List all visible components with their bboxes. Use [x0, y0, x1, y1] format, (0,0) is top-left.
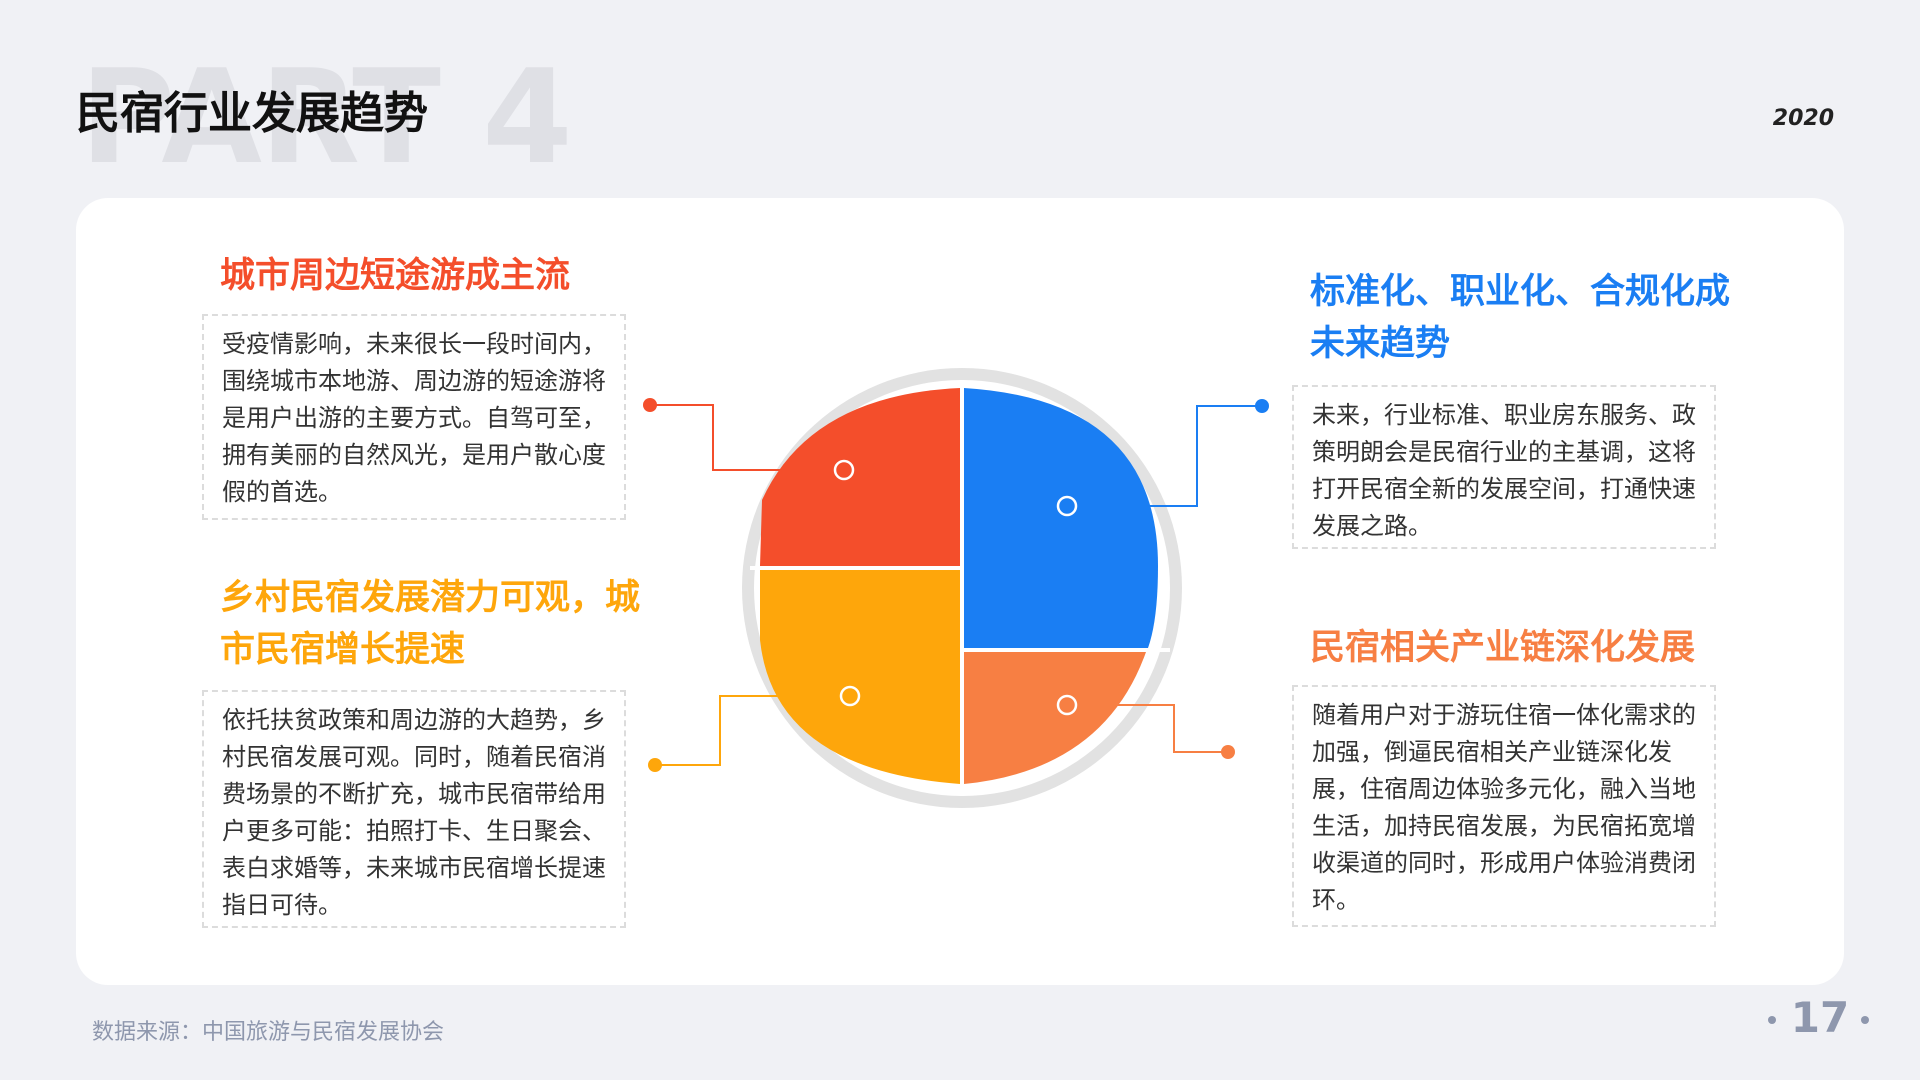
trend-text-bottom-left: 依托扶贫政策和周边游的大趋势，乡村民宿发展可观。同时，随着民宿消费场景的不断扩充…	[202, 690, 626, 928]
connector-dot-top-right	[1255, 399, 1269, 413]
connector-top-left	[650, 404, 840, 471]
trend-text-bottom-right: 随着用户对于游玩住宿一体化需求的加强，倒逼民宿相关产业链深化发展，住宿周边体验多…	[1292, 685, 1716, 927]
marker-bottom-left	[839, 685, 861, 707]
trend-heading-bottom-right: 民宿相关产业链深化发展	[1310, 628, 1696, 668]
quadrant-top-left	[760, 388, 960, 566]
marker-top-left	[833, 459, 855, 481]
connector-bottom-right	[1104, 704, 1228, 753]
connector-dot-bottom-left	[648, 758, 662, 772]
trend-heading-top-right: 标准化、职业化、合规化成未来趋势	[1310, 272, 1731, 364]
quadrant-bottom-left	[760, 570, 960, 784]
trend-heading-top-left: 城市周边短途游成主流	[220, 256, 571, 296]
quadrant-bottom-right	[964, 652, 1146, 784]
connector-dot-bottom-right	[1221, 745, 1235, 759]
marker-top-right	[1056, 495, 1078, 517]
page-number: 17	[1790, 993, 1850, 1042]
connector-dot-top-left	[643, 398, 657, 412]
page-dot-left	[1768, 1016, 1776, 1024]
page-dot-right	[1861, 1016, 1869, 1024]
quadrant-top-right	[964, 388, 1158, 648]
connector-top-right	[1140, 405, 1262, 507]
page-title: 民宿行业发展趋势	[76, 88, 428, 139]
connector-bottom-left	[655, 695, 826, 766]
data-source: 数据来源：中国旅游与民宿发展协会	[92, 1020, 445, 1045]
trend-text-top-right: 未来，行业标准、职业房东服务、政策明朗会是民宿行业的主基调，这将打开民宿全新的发…	[1292, 385, 1716, 549]
trend-text-top-left: 受疫情影响，未来很长一段时间内，围绕城市本地游、周边游的短途游将是用户出游的主要…	[202, 314, 626, 520]
year-label: 2020	[1772, 106, 1834, 131]
marker-bottom-right	[1056, 694, 1078, 716]
trend-heading-bottom-left: 乡村民宿发展潜力可观，城市民宿增长提速	[220, 578, 641, 670]
part-watermark: PART 4	[80, 41, 573, 193]
